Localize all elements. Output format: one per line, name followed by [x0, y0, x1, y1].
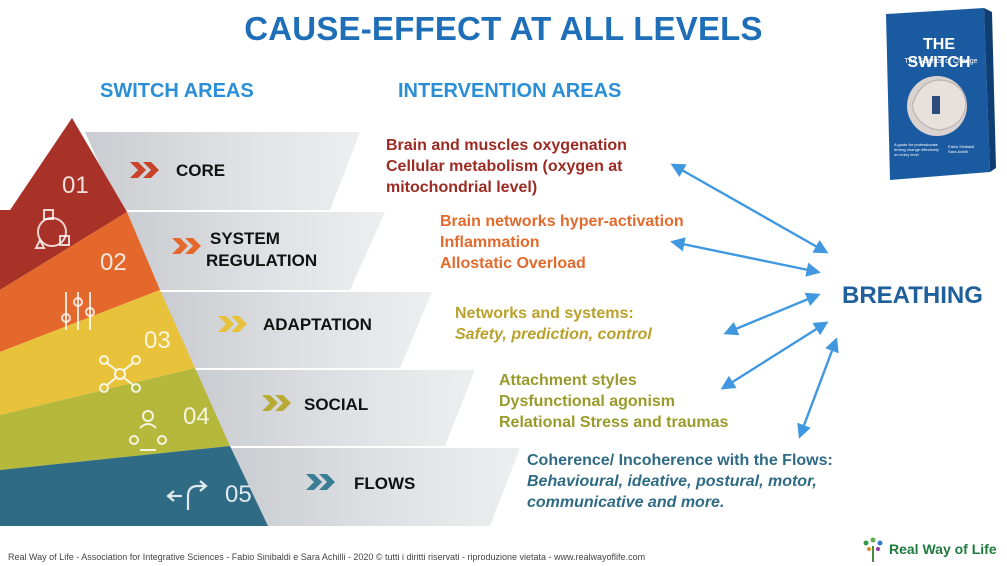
intervention-line: Brain and muscles oxygenation — [386, 137, 627, 154]
level-label-core: CORE — [176, 161, 226, 180]
intervention-line-italic: communicative and more. — [527, 494, 725, 511]
intervention-line: Dysfunctional agonism — [499, 393, 676, 410]
people-icon — [129, 410, 167, 451]
pyramid-slice-04 — [0, 368, 230, 470]
footer-copyright: Real Way of Life - Association for Integ… — [8, 552, 646, 562]
intervention-line: Inflammation — [440, 234, 540, 251]
intervention-line: Coherence/ Incoherence with the Flows: — [527, 452, 833, 469]
switch-areas-heading: SWITCH AREAS — [100, 80, 254, 102]
intervention-line-italic: Safety, prediction, control — [455, 326, 652, 343]
breathing-label: BREATHING — [842, 282, 983, 309]
intervention-line: Brain networks hyper-activation — [440, 213, 684, 230]
level-label-system: SYSTEM — [210, 229, 280, 248]
book-title: THE SWITCH — [907, 36, 971, 71]
pyramid-slice-05 — [0, 446, 268, 526]
intervention-adaptation: Networks and systems: Safety, prediction… — [455, 303, 652, 345]
chevron-system-regulation-icon — [172, 238, 201, 254]
intervention-line: Relational Stress and traumas — [499, 414, 729, 431]
band-core — [85, 132, 360, 210]
intervention-core: Brain and muscles oxygenation Cellular m… — [386, 135, 627, 198]
intervention-areas-heading: INTERVENTION AREAS — [398, 80, 622, 102]
book-tagline: A guide for professionals driving change… — [894, 142, 939, 157]
level-number-01: 01 — [62, 172, 89, 199]
level-label-social: SOCIAL — [304, 395, 369, 414]
intervention-line: Cellular metabolism (oxygen at — [386, 158, 623, 175]
level-number-02: 02 — [100, 249, 127, 276]
level-label-flows: FLOWS — [354, 474, 416, 493]
intervention-line: Allostatic Overload — [440, 255, 586, 272]
level-number-05: 05 — [225, 481, 252, 508]
tree-logo-icon — [863, 537, 883, 562]
level-label-adaptation: ADAPTATION — [263, 315, 372, 334]
level-label-regulation: REGULATION — [206, 251, 318, 270]
cycle-icon — [34, 209, 70, 249]
band-social — [193, 370, 475, 446]
page-title: CAUSE-EFFECT AT ALL LEVELS — [244, 10, 763, 47]
chevron-flows-icon — [306, 474, 335, 490]
pyramid-slice-01-fill — [0, 118, 127, 290]
level-number-04: 04 — [183, 403, 210, 430]
pyramid-slice-02 — [0, 212, 160, 352]
pyramid-slice-03 — [0, 290, 195, 415]
intervention-line: Networks and systems: — [455, 305, 634, 322]
chevron-social-icon — [262, 395, 291, 411]
breathing-arrows — [670, 163, 839, 439]
intervention-line-italic: Behavioural, ideative, postural, motor, — [527, 473, 817, 490]
band-system-regulation — [122, 212, 385, 290]
band-flows — [228, 448, 520, 526]
intervention-flows: Coherence/ Incoherence with the Flows: B… — [527, 450, 833, 513]
book-authors: Fabio Sinibaldi Sara Achilli — [948, 144, 975, 154]
band-adaptation — [158, 292, 432, 368]
chevron-core-icon — [130, 162, 159, 178]
brand-logo-text: Real Way of Life — [889, 541, 997, 557]
intervention-system-regulation: Brain networks hyper-activation Inflamma… — [440, 211, 684, 274]
direction-icon — [166, 480, 208, 510]
chevron-adaptation-icon — [218, 316, 247, 332]
intervention-social: Attachment styles Dysfunctional agonism … — [499, 370, 728, 433]
intervention-line: Attachment styles — [499, 372, 637, 389]
book-cover-image: THE SWITCH The Science of Change A guide… — [880, 8, 996, 180]
network-icon — [99, 355, 141, 393]
sliders-icon — [61, 292, 95, 330]
level-number-03: 03 — [144, 327, 171, 354]
book-subtitle: The Science of Change — [904, 58, 978, 65]
intervention-line: mitochondrial level) — [386, 179, 538, 196]
